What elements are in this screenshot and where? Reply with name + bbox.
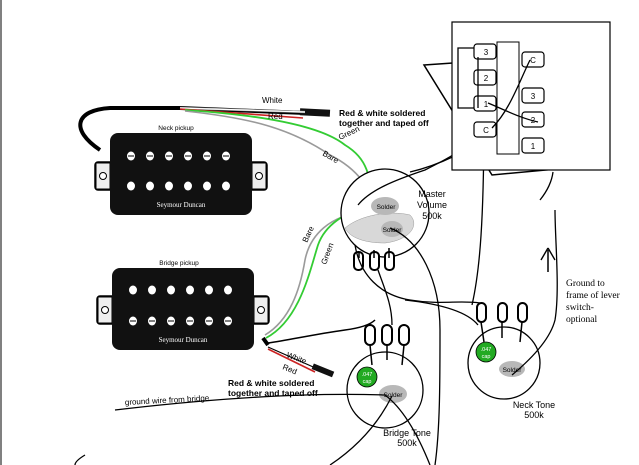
note-bottom-line-1: Red & white soldered xyxy=(228,378,314,388)
ground-wire-label: ground wire from bridge xyxy=(125,394,210,407)
master-volume-label-3: 500k xyxy=(422,211,442,221)
master-volume-pot xyxy=(340,168,430,271)
neck-cap-value: .047 xyxy=(481,347,492,353)
bridge-tone-pot xyxy=(346,324,424,429)
master-volume-label-2: Volume xyxy=(417,200,447,210)
wire-label-bare-bridge: Bare xyxy=(301,224,317,244)
neck-pickup: Seymour Duncan xyxy=(94,133,268,215)
lever-switch xyxy=(422,21,611,176)
note-bottom-line-2: together and taped off xyxy=(228,388,318,398)
neck-tone-solder: Solder xyxy=(503,367,523,374)
bridge-tone-label-1: Bridge Tone xyxy=(383,428,431,438)
switch-left-terminal-3: 1 xyxy=(484,100,489,109)
switch-left-terminal-4: C xyxy=(483,126,489,135)
ground-frame-line-4: optional xyxy=(566,315,597,325)
switch-right-terminal-4: 1 xyxy=(531,142,536,151)
wire-label-bare-top: Bare xyxy=(321,149,341,166)
ground-frame-line-1: Ground to xyxy=(566,279,605,289)
neck-pickup-brand: Seymour Duncan xyxy=(157,201,206,209)
wire-label-red-bottom: Red xyxy=(281,363,298,377)
neck-tone-label-1: Neck Tone xyxy=(513,400,555,410)
neck-cap-label: cap xyxy=(482,354,491,360)
neck-tone-pot xyxy=(467,302,541,400)
wire-label-white-top: White xyxy=(262,96,283,105)
ground-arrow xyxy=(540,247,556,272)
switch-left-terminal-2: 2 xyxy=(484,74,489,83)
note-top-line-1: Red & white soldered xyxy=(339,108,425,118)
bridge-pickup-brand: Seymour Duncan xyxy=(159,336,208,344)
neck-tone-label-2: 500k xyxy=(524,410,544,420)
bridge-pickup-label: Bridge pickup xyxy=(159,260,199,267)
bridge-tone-solder: Solder xyxy=(384,392,404,399)
note-top-line-2: together and taped off xyxy=(339,118,429,128)
bridge-cap-label: cap xyxy=(363,379,372,385)
neck-pickup-cable xyxy=(78,106,331,152)
bridge-cap-value: .047 xyxy=(362,372,373,378)
master-solder-1: Solder xyxy=(377,204,397,211)
switch-right-terminal-3: 2 xyxy=(531,116,536,125)
neck-pickup-label: Neck pickup xyxy=(158,125,194,132)
bridge-tone-label-2: 500k xyxy=(397,438,417,448)
switch-right-terminal-1: C xyxy=(530,56,536,65)
ground-frame-line-3: switch- xyxy=(566,303,594,313)
master-solder-2: Solder xyxy=(383,227,403,234)
switch-left-terminal-1: 3 xyxy=(484,48,489,57)
switch-right-terminal-2: 3 xyxy=(531,92,536,101)
ground-frame-line-2: frame of lever xyxy=(566,290,621,301)
wire-label-green-bridge: Green xyxy=(319,242,335,266)
master-volume-label-1: Master xyxy=(418,189,446,199)
bridge-pickup: Seymour Duncan xyxy=(96,268,270,350)
wire-label-red-top: Red xyxy=(268,112,283,121)
